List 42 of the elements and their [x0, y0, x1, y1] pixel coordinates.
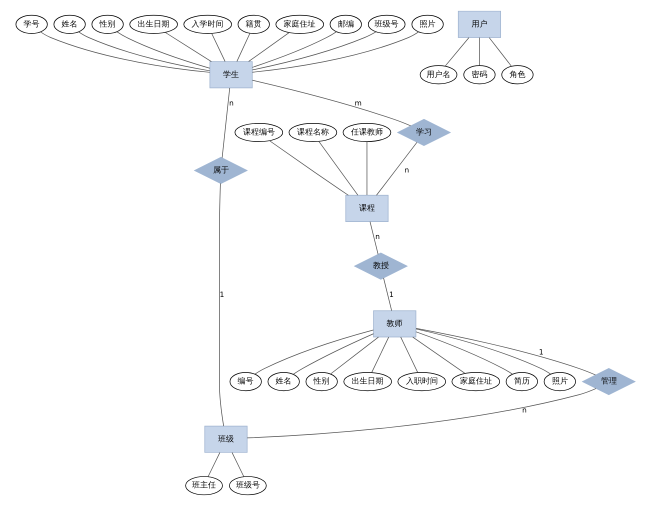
connector: [246, 388, 596, 438]
connector: [400, 336, 418, 373]
connector: [40, 32, 210, 73]
connector: [221, 88, 230, 158]
connector: [412, 336, 465, 374]
connector: [251, 31, 336, 68]
connector: [369, 221, 378, 255]
connector: [254, 330, 374, 375]
connector: [236, 33, 250, 62]
connector: [248, 32, 289, 62]
edge-label: 1: [538, 348, 544, 357]
connector: [268, 140, 348, 196]
connector: [292, 333, 374, 375]
connector: [218, 183, 224, 426]
edge-label: n: [522, 405, 526, 414]
edge-label: n: [404, 165, 409, 174]
connector: [415, 331, 512, 375]
connector: [251, 32, 419, 73]
connector: [382, 278, 392, 312]
connector: [252, 80, 411, 126]
edge-label: n: [228, 98, 234, 108]
connector: [231, 452, 244, 477]
connector: [318, 141, 358, 196]
connector: [116, 31, 210, 69]
connector: [252, 31, 376, 70]
connector: [366, 141, 367, 196]
connector: [164, 32, 212, 62]
connector: [488, 37, 512, 66]
connector: [370, 336, 389, 373]
connector: [207, 452, 220, 477]
connector: [210, 33, 225, 62]
connector: [415, 328, 551, 374]
connector: [330, 336, 378, 374]
edge-label: 1: [388, 290, 394, 299]
connector: [376, 142, 417, 196]
connector: [415, 328, 596, 376]
connector: [444, 37, 469, 66]
connector: [478, 37, 480, 66]
edge-label: n: [374, 232, 380, 242]
connector: [78, 32, 210, 72]
edge-label: m: [354, 98, 362, 108]
edge-label: 1: [219, 290, 224, 299]
